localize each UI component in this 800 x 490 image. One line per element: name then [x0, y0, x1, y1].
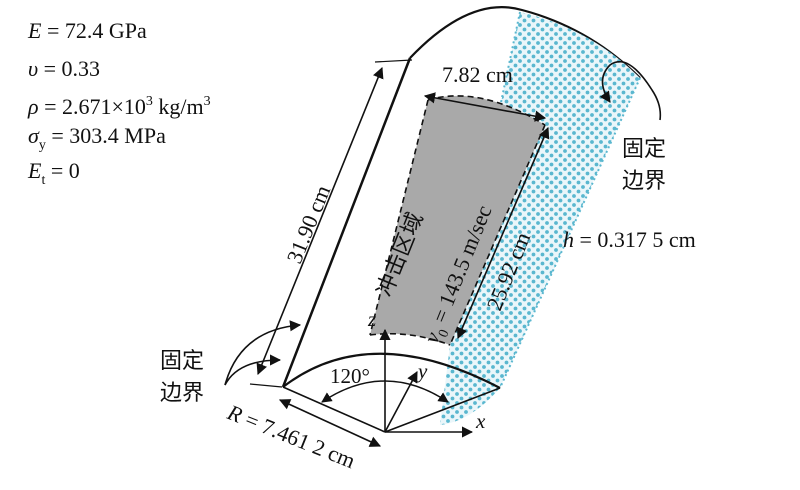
- shell-top-arc: [409, 6, 641, 79]
- fixed-right-label-2: 边界: [622, 168, 666, 193]
- fixed-left-pointer: [224, 320, 302, 386]
- length-ext-top: [374, 59, 413, 63]
- fixed-right-pointer: [599, 60, 662, 121]
- impact-length-dim-line: [456, 126, 550, 340]
- thickness-label: h = 0.317 5 cm: [563, 227, 696, 252]
- impact-zone-bottom-dash: [369, 332, 451, 346]
- axis-z-label: z: [367, 307, 376, 331]
- axis-x-label: x: [475, 409, 486, 433]
- radius-line-right: [384, 387, 501, 433]
- length-label: 31.90 cm: [281, 182, 335, 267]
- prop-E: E = 72.4 GPa: [27, 18, 147, 43]
- radius-dim-line: [278, 399, 382, 447]
- angle-label: 120°: [330, 364, 370, 388]
- axis-y-label: y: [416, 359, 428, 383]
- impact-width-label: 7.82 cm: [442, 62, 513, 87]
- prop-rho: ρ = 2.671×103 kg/m3: [27, 94, 211, 119]
- fixed-right-label-1: 固定: [622, 136, 666, 161]
- fixed-left-pointer-2: [224, 354, 282, 386]
- y-axis: [384, 371, 418, 433]
- length-ext-bottom: [249, 383, 283, 388]
- fixed-left-label-1: 固定: [160, 348, 204, 373]
- fixed-left-label-2: 边界: [160, 380, 204, 405]
- prop-nu: υ = 0.33: [28, 56, 100, 81]
- width-dim-line: [423, 92, 547, 122]
- radius-label: R = 7.461 2 cm: [223, 399, 359, 473]
- length-dim-line: [256, 66, 384, 376]
- prop-Et: Et = 0: [27, 158, 80, 188]
- prop-sigma: σy = 303.4 MPa: [28, 123, 166, 153]
- band-right-dotted-edge: [499, 77, 641, 389]
